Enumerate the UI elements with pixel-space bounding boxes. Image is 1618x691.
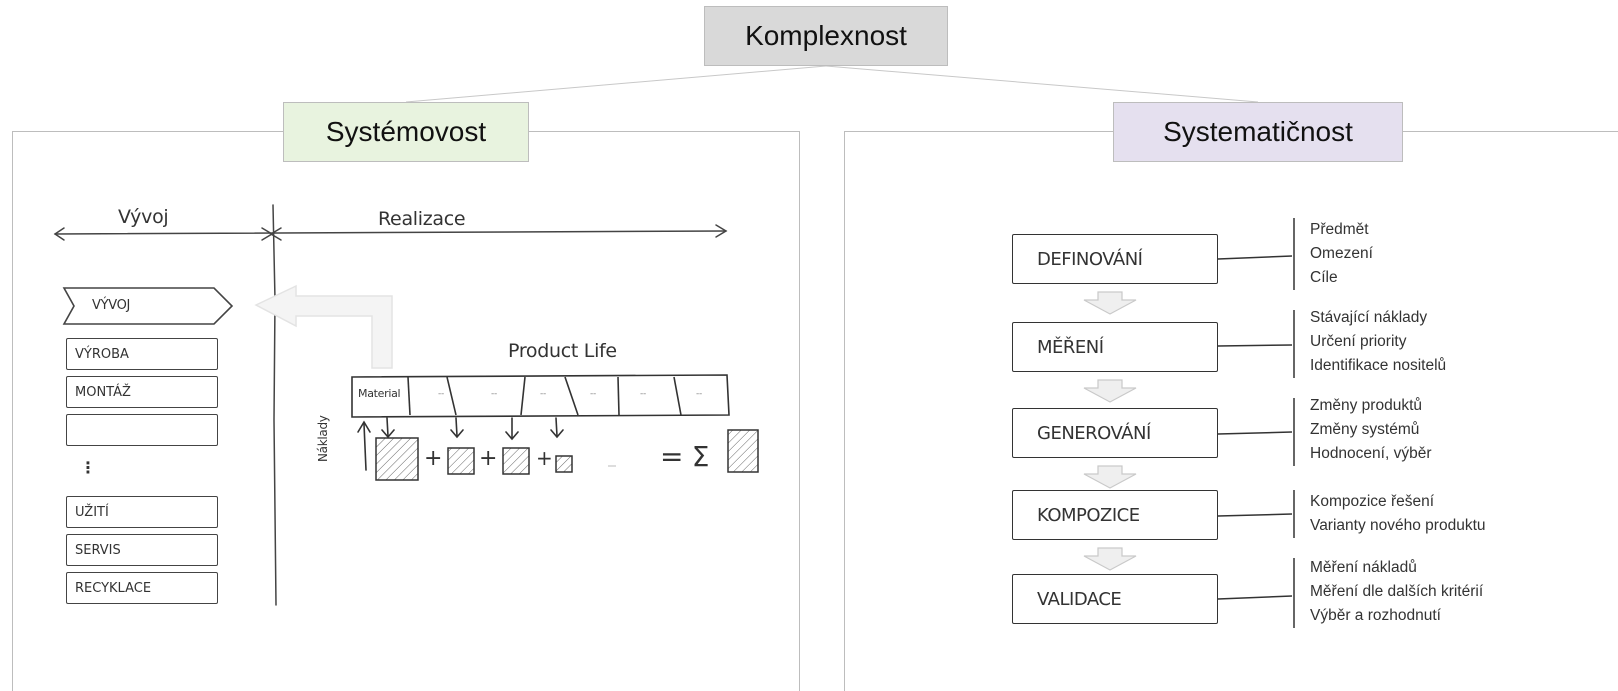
lifecycle-ellipsis: ⋮ (80, 458, 96, 477)
segment-2: -- (438, 389, 444, 399)
list-item: Cíle (1310, 269, 1338, 286)
vyvoj-arrow-label: VÝVOJ (92, 298, 131, 313)
list-item: Výběr a rozhodnutí (1310, 607, 1441, 624)
list-item: Určení priority (1310, 333, 1407, 350)
stage-validace-items: Měření nákladů Měření dle dalších kritér… (1310, 556, 1483, 628)
stage-kompozice: KOMPOZICE (1012, 490, 1218, 540)
list-item: Měření nákladů (1310, 559, 1417, 576)
list-item: Hodnocení, výběr (1310, 445, 1432, 462)
list-item: Předmět (1310, 221, 1369, 238)
list-item: Stávající náklady (1310, 309, 1428, 326)
lifecycle-vyroba: VÝROBA (66, 338, 218, 370)
plus-sign-2: + (479, 446, 498, 471)
stage-generovani: GENEROVÁNÍ (1012, 408, 1218, 458)
list-item: Varianty nového produktu (1310, 517, 1486, 534)
phase-realizace-label: Realizace (378, 208, 466, 230)
list-item: Měření dle dalších kritérií (1310, 583, 1484, 600)
lifecycle-montaz: MONTÁŽ (66, 376, 218, 408)
stage-mereni: MĚŘENÍ (1012, 322, 1218, 372)
list-item: Změny systémů (1310, 421, 1420, 438)
lifecycle-servis: SERVIS (66, 534, 218, 566)
phase-vyvoj-label: Vývoj (118, 206, 169, 228)
plus-sign-3: + (536, 446, 553, 470)
list-item: Změny produktů (1310, 397, 1422, 414)
list-item: Kompozice řešení (1310, 493, 1435, 510)
list-item: Omezení (1310, 245, 1373, 262)
stage-definovani: DEFINOVÁNÍ (1012, 234, 1218, 284)
systemovost-box: Systémovost (283, 102, 529, 162)
list-item: Identifikace nositelů (1310, 357, 1447, 374)
plus-sign-1: + (424, 446, 443, 471)
product-life-label: Product Life (508, 340, 617, 362)
stage-generovani-items: Změny produktů Změny systémů Hodnocení, … (1310, 394, 1432, 466)
lifecycle-uziti: UŽITÍ (66, 496, 218, 528)
lifecycle-recyklace: RECYKLACE (66, 572, 218, 604)
komplexnost-box: Komplexnost (704, 6, 948, 66)
systematicnost-box: Systematičnost (1113, 102, 1403, 162)
segment-4: -- (540, 389, 546, 399)
segment-7: -- (696, 389, 702, 399)
segment-material: Material (358, 387, 401, 400)
stage-kompozice-items: Kompozice řešení Varianty nového produkt… (1310, 490, 1486, 538)
segment-5: -- (590, 389, 596, 399)
sum-formula: = Σ (660, 440, 710, 473)
segment-3: -- (491, 389, 497, 399)
stage-validace: VALIDACE (1012, 574, 1218, 624)
segment-6: -- (640, 389, 646, 399)
lifecycle-empty (66, 414, 218, 446)
stage-mereni-items: Stávající náklady Určení priority Identi… (1310, 306, 1446, 378)
stage-definovani-items: Předmět Omezení Cíle (1310, 218, 1373, 290)
